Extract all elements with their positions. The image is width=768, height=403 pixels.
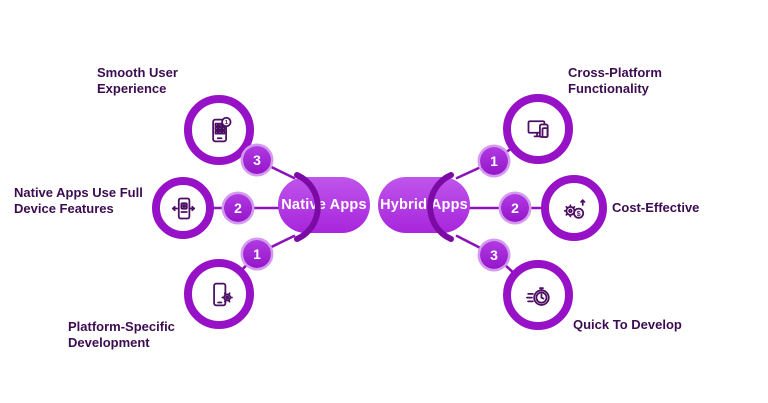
phone-device-features-icon — [171, 197, 195, 219]
label-cost-effective: Cost-Effective — [612, 200, 699, 216]
cost-gear-dollar-icon: $ — [563, 198, 585, 219]
left-bracket-arc — [294, 172, 321, 242]
phone-gear-icon — [212, 282, 233, 306]
label-line: Device Features — [14, 200, 114, 216]
label-line: Cost-Effective — [612, 200, 700, 215]
node-quick-to-develop — [503, 260, 573, 330]
label-quick-to-develop: Quick To Develop — [573, 317, 682, 333]
label-line: Development — [68, 334, 150, 350]
multi-device-icon — [527, 119, 549, 138]
badge-right-3: 3 — [480, 241, 508, 269]
label-line: Experience — [97, 80, 167, 96]
badge-left-1: 1 — [243, 240, 271, 268]
node-cross-platform — [503, 94, 573, 164]
badge-left-3: 3 — [243, 146, 271, 174]
badge-right-2: 2 — [501, 194, 529, 222]
svg-text:$: $ — [576, 208, 580, 217]
label-line: Quick To Develop — [573, 317, 682, 332]
node-platform-specific — [184, 259, 254, 329]
native-apps-label: Native Apps — [281, 197, 367, 213]
hybrid-apps-label: Hybrid Apps — [380, 197, 468, 213]
label-line: Platform-Specific — [68, 319, 175, 334]
smartphone-apps-icon: 1 — [211, 116, 231, 142]
hybrid-apps-pill: Hybrid Apps — [378, 177, 470, 233]
label-line: Smooth User — [97, 65, 178, 80]
label-platform-specific-development: Platform-Specific Development — [68, 319, 175, 350]
badge-left-2: 2 — [224, 194, 252, 222]
node-device-features — [152, 177, 214, 239]
label-line: Cross-Platform — [568, 65, 662, 80]
badge-right-1: 1 — [480, 147, 508, 175]
native-apps-pill: Native Apps — [278, 177, 370, 233]
label-full-device-features: Native Apps Use Full Device Features — [14, 185, 143, 216]
label-smooth-user-experience: Smooth User Experience — [97, 65, 178, 96]
stopwatch-icon — [525, 286, 550, 306]
right-bracket-arc — [427, 172, 454, 242]
node-smooth-user-experience: 1 — [184, 95, 254, 165]
label-cross-platform-functionality: Cross-Platform Functionality — [568, 65, 662, 96]
svg-text:1: 1 — [224, 120, 228, 126]
label-line: Native Apps Use Full — [14, 185, 143, 200]
node-cost-effective: $ — [541, 175, 607, 241]
label-line: Functionality — [568, 80, 649, 96]
